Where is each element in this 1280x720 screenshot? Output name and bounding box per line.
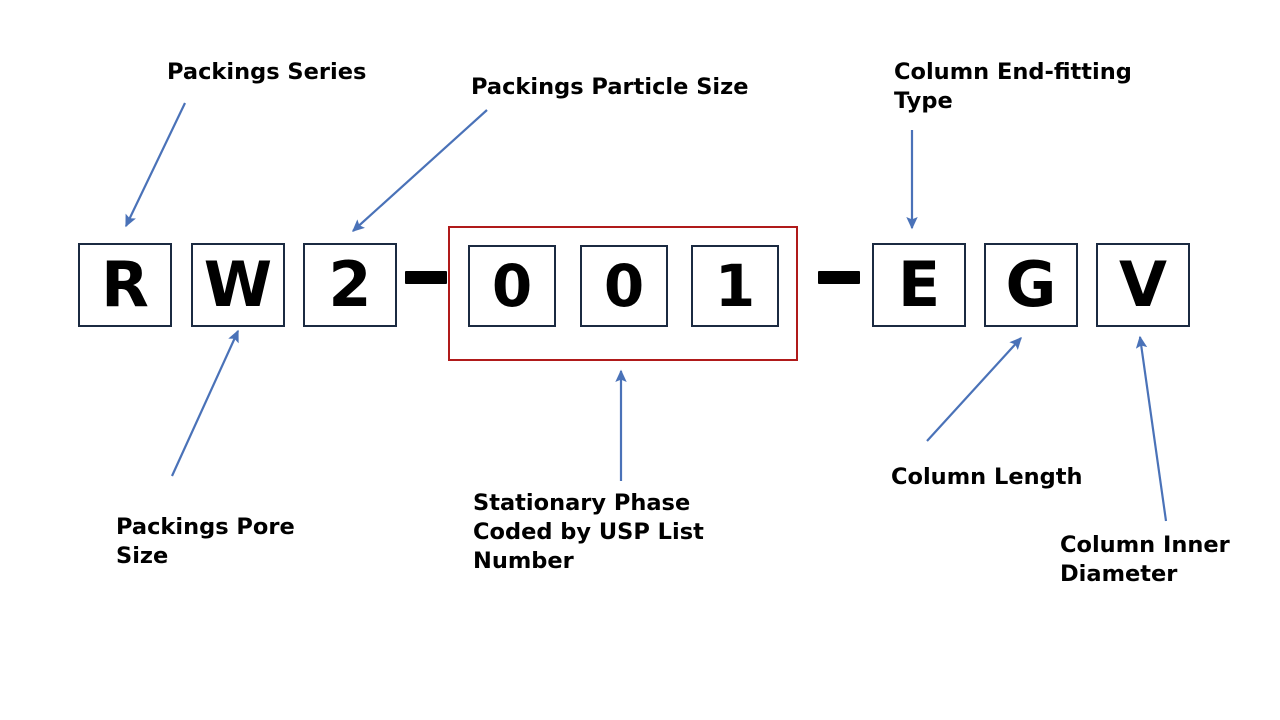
- annotation-packings-pore-size: Packings Pore Size: [116, 514, 295, 569]
- char-box-e[interactable]: E: [872, 243, 966, 327]
- arrow-packings-pore-size: [170, 329, 240, 477]
- arrow-packings-series: [125, 102, 186, 228]
- usp-list-highlight-frame: [448, 226, 798, 361]
- char-box-v[interactable]: V: [1096, 243, 1190, 327]
- separator-hyphen-2: [818, 271, 860, 284]
- annotation-packings-series: Packings Series: [167, 59, 367, 85]
- arrow-packings-particle-size: [352, 109, 488, 232]
- annotation-column-end-fitting-type: Column End-fitting Type: [894, 59, 1132, 114]
- annotation-stationary-phase: Stationary Phase Coded by USP List Numbe…: [473, 490, 704, 574]
- char-box-r[interactable]: R: [78, 243, 172, 327]
- annotation-column-inner-diameter: Column Inner Diameter: [1060, 532, 1230, 587]
- char-box-zero-2[interactable]: 0: [580, 245, 668, 327]
- annotation-column-length: Column Length: [891, 464, 1083, 490]
- arrow-column-inner-diameter: [1135, 335, 1168, 522]
- annotation-packings-particle-size: Packings Particle Size: [471, 74, 749, 100]
- char-box-one[interactable]: 1: [691, 245, 779, 327]
- separator-hyphen-1: [405, 271, 447, 284]
- char-box-zero-1[interactable]: 0: [468, 245, 556, 327]
- char-box-g[interactable]: G: [984, 243, 1078, 327]
- arrow-column-length: [926, 337, 1022, 442]
- char-box-w[interactable]: W: [191, 243, 285, 327]
- char-box-2[interactable]: 2: [303, 243, 397, 327]
